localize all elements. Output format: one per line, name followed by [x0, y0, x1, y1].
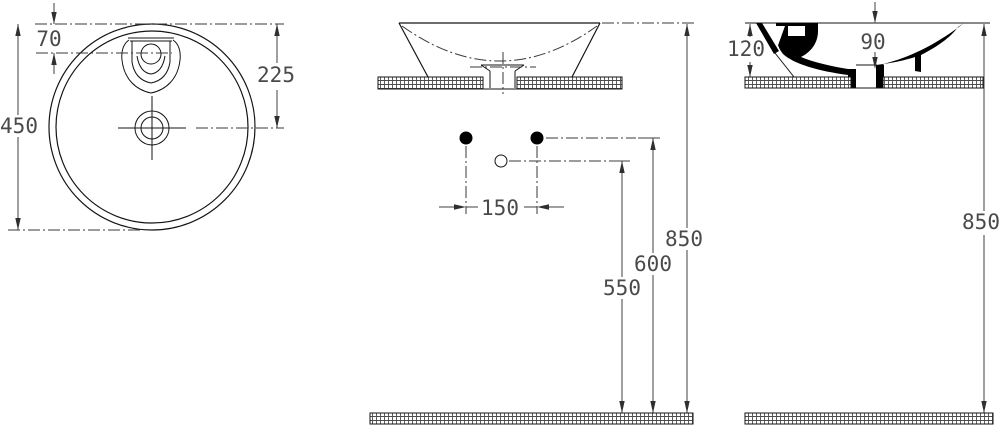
basin-cut-section — [756, 23, 964, 89]
water-supply-point-left — [459, 131, 473, 145]
drain-funnel — [470, 52, 536, 94]
dim-waste-height-550: 550 — [603, 161, 641, 413]
bowl-right-side — [571, 22, 601, 78]
waste-outlet-point — [494, 154, 508, 168]
dim-supply-height-600: 600 — [634, 138, 672, 413]
dim-label-550: 550 — [603, 276, 641, 300]
arrowhead-up — [684, 24, 690, 36]
arrowhead-down — [619, 401, 625, 413]
dim-bowl-height-120: 120 — [727, 24, 765, 77]
arrowhead-up — [274, 24, 280, 36]
section-left-rim-edge — [756, 23, 779, 54]
section-left-deck — [776, 23, 856, 88]
dim-label-120: 120 — [727, 37, 765, 61]
dim-tap-offset-70: 70 — [36, 3, 62, 74]
dim-label-600: 600 — [634, 252, 672, 276]
dim-label-450: 450 — [0, 114, 38, 138]
arrowhead-down — [274, 116, 280, 128]
drain-detail — [118, 96, 186, 160]
arrowhead-down — [51, 12, 57, 24]
top-view: 450 70 225 — [0, 3, 295, 231]
countertop-section-left — [377, 76, 484, 90]
basin-inner-rim-circle — [55, 30, 249, 224]
dim-rim-height-850-front: 850 — [665, 24, 703, 413]
arrowhead-up — [619, 161, 625, 173]
arrowhead-up — [981, 24, 987, 36]
tap-pod-outline — [121, 39, 181, 94]
arrowhead-down — [747, 65, 753, 77]
dim-label-70: 70 — [36, 27, 61, 51]
dim-diameter-450: 450 — [0, 24, 38, 230]
arrowhead-down — [872, 11, 878, 23]
dim-label-150: 150 — [481, 196, 519, 220]
arrowhead-down — [684, 401, 690, 413]
tap-hole-circle — [140, 43, 162, 65]
water-supply-point-right — [530, 131, 544, 145]
funnel-slant-right — [514, 64, 525, 72]
bowl-left-side — [398, 22, 429, 78]
front-view: 150 550 600 850 — [369, 22, 703, 425]
floor-section-side — [744, 412, 994, 425]
countertop-section-left — [744, 76, 852, 89]
arrowhead-up — [650, 138, 656, 150]
dim-tap-spacing-150: 150 — [439, 196, 564, 220]
arrowhead-up — [51, 53, 57, 65]
arrowhead-up — [747, 24, 753, 36]
dim-label-225: 225 — [257, 63, 295, 87]
dim-label-90: 90 — [860, 30, 885, 54]
rim-void — [765, 26, 785, 51]
dim-deck-depth-90: 90 — [860, 2, 886, 69]
arrowhead-right — [454, 204, 466, 210]
section-right-wall — [876, 23, 964, 88]
arrowhead-down — [650, 401, 656, 413]
arrowhead-down — [15, 218, 21, 230]
dim-drain-center-225: 225 — [257, 24, 295, 128]
tap-hole-cut — [788, 26, 805, 36]
arrowhead-left — [537, 204, 549, 210]
dim-rim-height-850-side: 850 — [962, 24, 1000, 413]
side-section-view: 120 90 850 — [727, 2, 1000, 425]
tap-pod-inner-arc — [136, 55, 166, 75]
dim-label-850-side: 850 — [962, 210, 1000, 234]
countertop-section-right — [882, 76, 984, 89]
funnel-slant-left — [480, 64, 491, 72]
dim-label-850-front: 850 — [665, 227, 703, 251]
tap-pod-inner-outline — [131, 41, 171, 84]
arrowhead-down — [981, 401, 987, 413]
arrowhead-up — [15, 24, 21, 36]
bowl-outer-surface-line — [774, 52, 795, 78]
tap-hole-detail — [121, 37, 181, 94]
floor-section-front — [369, 412, 694, 425]
countertop-section-right — [516, 76, 623, 90]
bowl-interior-arc — [401, 25, 598, 62]
arrowhead-down — [872, 57, 878, 69]
